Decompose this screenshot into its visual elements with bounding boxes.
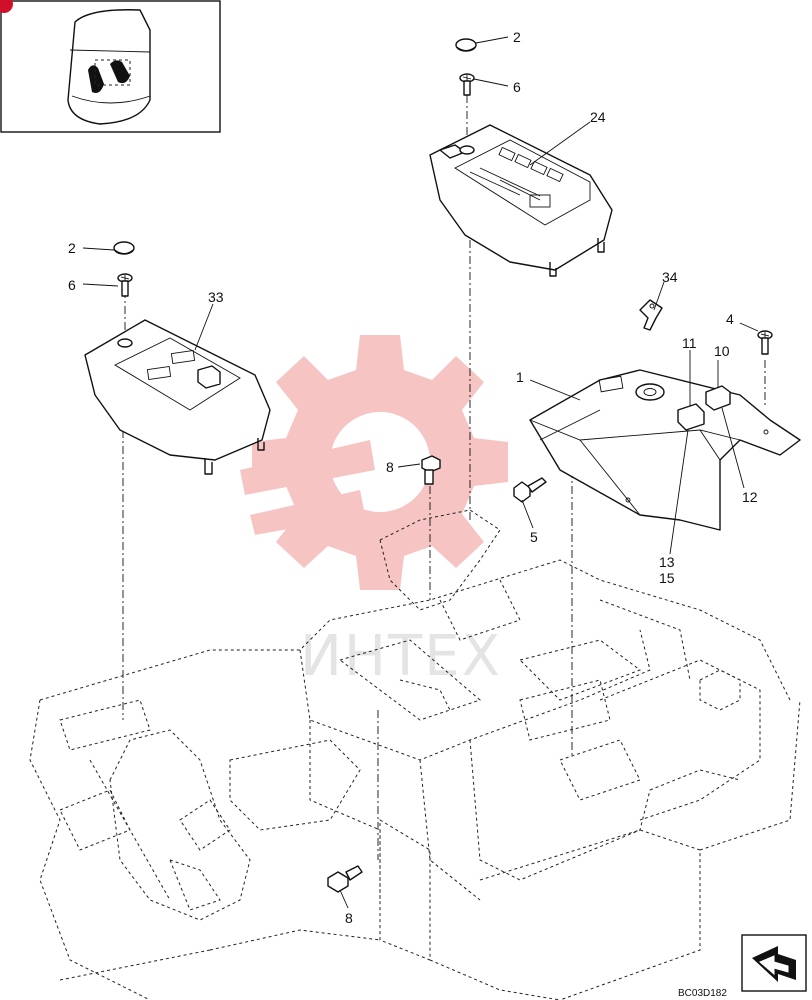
- callouts: 2 6 24 2 6 33 34 4 11 10 1 8 5 12 13 15 …: [68, 29, 758, 926]
- bolt-8-bottom: [327, 865, 363, 893]
- screw-6-left: [117, 273, 133, 297]
- console-panel-1: [529, 369, 801, 531]
- callout-33: 33: [208, 289, 224, 305]
- callout-badge-icon: [0, 0, 13, 13]
- switch-panel-33: [84, 319, 271, 475]
- bolt-8-mid: [421, 455, 441, 485]
- callout-5: 5: [530, 529, 538, 545]
- monitor-panel-24: [429, 124, 613, 277]
- callout-4: 4: [726, 311, 734, 327]
- drawing-code: BC03D182: [678, 988, 727, 999]
- key-34: [639, 299, 663, 331]
- leader-lines: [82, 36, 759, 909]
- watermark-text: ИНТЕХ: [300, 624, 502, 689]
- callout-10: 10: [714, 343, 730, 359]
- callout-13: 13: [659, 554, 675, 570]
- watermark-gear-logo: [240, 335, 508, 590]
- screw-4: [757, 330, 773, 355]
- inset-cab-view: [0, 0, 221, 133]
- screw-6-top: [459, 73, 475, 96]
- callout-15: 15: [659, 570, 675, 586]
- callout-6-left: 6: [68, 277, 76, 293]
- callout-2-top: 2: [513, 29, 521, 45]
- callout-1: 1: [516, 369, 524, 385]
- orientation-arrow-icon: [741, 934, 807, 992]
- machine-frame-dashed: [29, 509, 801, 1000]
- callout-8-mid: 8: [386, 459, 394, 475]
- cap-2-top: [455, 38, 477, 52]
- callout-12: 12: [742, 489, 758, 505]
- cap-2-left: [113, 241, 135, 255]
- callout-11: 11: [682, 335, 697, 351]
- alignment-lines: [122, 95, 766, 860]
- callout-6-top: 6: [513, 79, 521, 95]
- bolt-5: [513, 477, 547, 503]
- callout-2-left: 2: [68, 240, 76, 256]
- callout-24: 24: [590, 109, 606, 125]
- callout-34: 34: [662, 269, 678, 285]
- callout-8-bottom: 8: [345, 910, 353, 926]
